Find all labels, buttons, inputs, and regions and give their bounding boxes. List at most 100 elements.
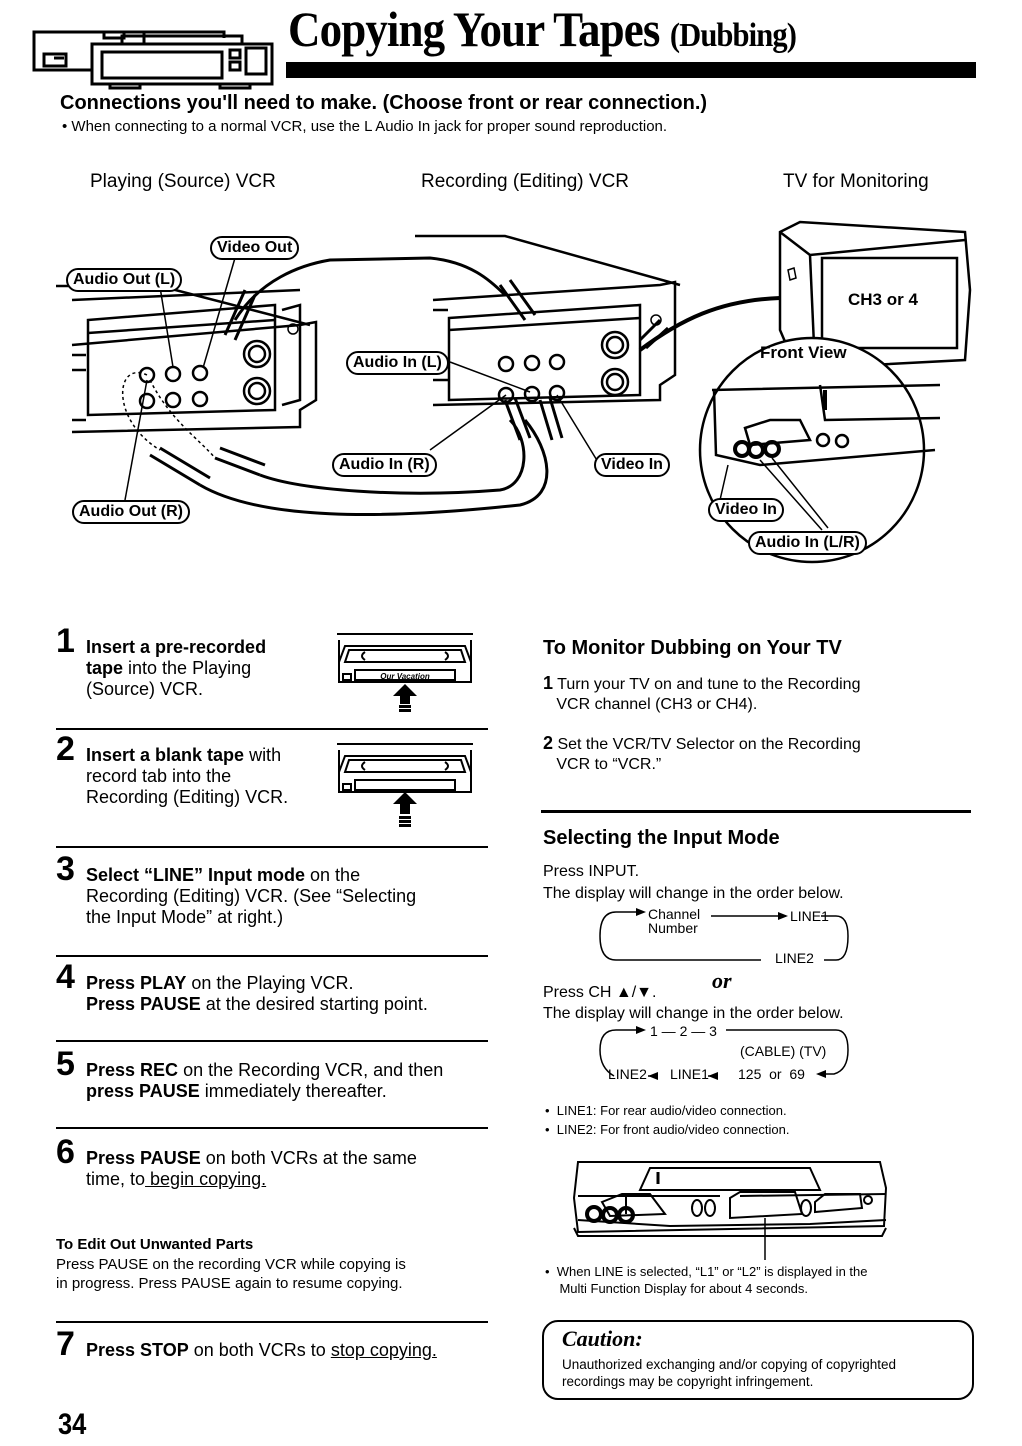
vcr-pair-icon — [32, 30, 274, 90]
step-text: Press PLAY on the Playing VCR. Press PAU… — [86, 973, 428, 1015]
connections-note-text: When connecting to a normal VCR, use the… — [71, 118, 668, 135]
divider — [56, 1321, 488, 1323]
cycle2-line1: LINE1 — [670, 1066, 709, 1082]
tape-insert-illustration-2 — [337, 743, 473, 827]
tape-insert-illustration-1: Our Vacation — [337, 633, 473, 712]
monitor-line: Turn your TV on and tune to the Recordin… — [557, 676, 861, 693]
monitor-heading: To Monitor Dubbing on Your TV — [543, 637, 842, 659]
cycle2-cable-tv: (CABLE) (TV) — [740, 1043, 827, 1059]
or-label: or — [712, 968, 732, 993]
step-5-bold-1: Press REC — [86, 1060, 179, 1080]
caution-heading: Caution: — [562, 1326, 643, 1351]
caution-box: Caution: Unauthorized exchanging and/or … — [542, 1320, 974, 1400]
step-text: Press PAUSE on both VCRs at the same tim… — [86, 1148, 417, 1190]
channel-cycle-diagram — [599, 1026, 849, 1080]
cycle2-line2: LINE2 — [608, 1066, 647, 1082]
step-number: 5 — [56, 1045, 75, 1083]
page-number: 34 — [58, 1408, 87, 1441]
divider — [56, 728, 488, 730]
step-text: Press REC on the Recording VCR, and then… — [86, 1060, 443, 1102]
cycle-number: Number — [648, 920, 698, 936]
bullet-line2: • LINE2: For front audio/video connectio… — [545, 1122, 790, 1137]
order-text-2: The display will change in the order bel… — [543, 1005, 844, 1022]
step-7-rest: on both VCRs to — [188, 1340, 331, 1360]
page-title: Copying Your Tapes (Dubbing) — [288, 1, 797, 57]
step-1-line-2: tape into the Playing — [86, 658, 252, 678]
divider — [56, 846, 488, 848]
label-recording-vcr: Recording (Editing) VCR — [421, 171, 630, 192]
step-number: 7 — [56, 1325, 75, 1363]
divider — [56, 955, 488, 957]
title-underline-bar — [286, 62, 976, 78]
step-3-line-3: the Input Mode” at right.) — [86, 907, 284, 927]
step-4-rest-2: at the desired starting point. — [200, 994, 428, 1014]
monitor-line: VCR to “VCR.” — [556, 756, 662, 773]
connections-heading: Connections you'll need to make. (Choose… — [60, 92, 708, 114]
label-playing-vcr: Playing (Source) VCR — [90, 171, 276, 192]
step-4-bold-2: Press PAUSE — [86, 994, 201, 1014]
callout-front-audio-in-lr: Audio In (L/R) — [748, 531, 867, 555]
callout-audio-out-l: Audio Out (L) — [66, 268, 183, 292]
step-6-underlined: begin copying. — [145, 1169, 267, 1189]
title-main: Copying Your Tapes — [288, 1, 660, 57]
label-tv-monitoring: TV for Monitoring — [783, 171, 929, 192]
video-cable — [233, 256, 507, 321]
callout-video-out: Video Out — [210, 236, 300, 260]
caution-line: recordings may be copyright infringement… — [562, 1374, 814, 1389]
edit-out-line: in progress. Press PAUSE again to resume… — [56, 1275, 403, 1292]
monitor-line: Set the VCR/TV Selector on the Recording — [557, 736, 861, 753]
divider — [56, 1127, 488, 1129]
item-number: 2 — [543, 733, 554, 753]
step-text: Insert a blank tape with record tab into… — [86, 745, 288, 808]
connections-note: • When connecting to a normal VCR, use t… — [62, 118, 668, 135]
tv-screen-text: CH3 or 4 — [848, 290, 918, 309]
callout-audio-out-r: Audio Out (R) — [72, 500, 190, 524]
item-number: 1 — [543, 673, 554, 693]
callout-audio-in-r: Audio In (R) — [332, 453, 437, 477]
cycle1-line2: LINE2 — [775, 950, 814, 966]
step-number: 1 — [56, 622, 75, 660]
step-3-line-2: Recording (Editing) VCR. (See “Selecting — [86, 886, 417, 906]
audio-cable-r — [199, 419, 549, 516]
step-2-line-2: record tab into the — [86, 766, 232, 786]
press-input: Press INPUT. — [543, 863, 640, 880]
callout-front-video-in: Video In — [708, 498, 784, 522]
callout-audio-in-l: Audio In (L) — [346, 351, 449, 375]
step-6-rest: on both VCRs at the same — [200, 1148, 417, 1168]
bullet-line1: • LINE1: For rear audio/video connection… — [545, 1103, 787, 1118]
bullet-text: LINE1: For rear audio/video connection. — [556, 1103, 787, 1118]
tape-label: Our Vacation — [380, 672, 430, 681]
monitor-line: VCR channel (CH3 or CH4). — [556, 696, 758, 713]
input-mode-heading: Selecting the Input Mode — [543, 827, 780, 849]
cycle1-channel-number: Channel Number — [648, 907, 700, 935]
step-number: 2 — [56, 730, 75, 768]
step-3-rest: on the — [305, 865, 361, 885]
vcr-front-panel-illustration — [572, 1161, 888, 1260]
edit-out-heading: To Edit Out Unwanted Parts — [56, 1236, 254, 1253]
step-number: 6 — [56, 1133, 75, 1171]
cycle-channel: Channel — [648, 906, 701, 922]
order-text: The display will change in the order bel… — [543, 885, 844, 902]
monitor-item-2: 2 Set the VCR/TV Selector on the Recordi… — [543, 733, 861, 775]
cycle1-line1: LINE1 — [790, 908, 829, 924]
cycle2-seq: 1 — 2 — 3 — [650, 1023, 717, 1039]
step-3-bold: Select “LINE” Input mode — [86, 865, 306, 885]
input-cycle-diagram — [599, 908, 849, 961]
connection-diagram — [56, 220, 972, 564]
step-7-underlined: stop copying. — [330, 1340, 437, 1360]
edit-out-body: Press PAUSE on the recording VCR while c… — [56, 1255, 406, 1293]
caution-text: Unauthorized exchanging and/or copying o… — [562, 1356, 896, 1390]
step-6-bold: Press PAUSE — [86, 1148, 201, 1168]
step-5-rest-2: immediately thereafter. — [199, 1081, 387, 1101]
divider — [56, 1040, 488, 1042]
step-number: 4 — [56, 958, 75, 996]
step-5-bold-2: press PAUSE — [86, 1081, 200, 1101]
monitor-item-1: 1 Turn your TV on and tune to the Record… — [543, 673, 860, 715]
bullet-text: LINE2: For front audio/video connection. — [556, 1122, 790, 1137]
recording-vcr-body — [415, 234, 681, 287]
step-text: Press STOP on both VCRs to stop copying. — [86, 1340, 437, 1361]
step-2-line-1: Insert a blank tape with — [86, 745, 282, 765]
step-number: 3 — [56, 850, 75, 888]
step-5-rest-1: on the Recording VCR, and then — [178, 1060, 444, 1080]
title-sub: (Dubbing) — [669, 17, 797, 54]
